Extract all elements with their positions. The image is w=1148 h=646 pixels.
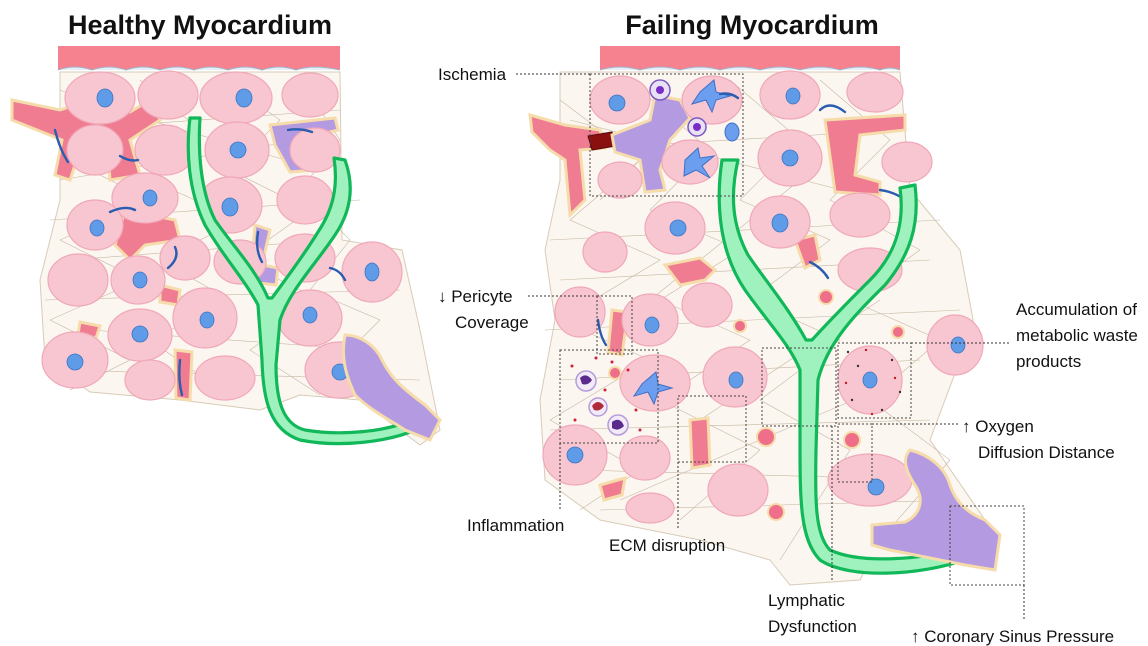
- capillary-cross-section: [844, 432, 860, 448]
- nucleus: [772, 214, 788, 232]
- cardiomyocyte: [830, 193, 890, 237]
- capillary-cross-section: [892, 326, 904, 338]
- cardiomyocyte: [67, 125, 123, 175]
- cardiomyocyte: [160, 236, 210, 280]
- nucleus: [365, 263, 379, 281]
- cardiomyocyte: [583, 232, 627, 272]
- cardiomyocyte: [598, 162, 642, 198]
- nucleus: [67, 354, 83, 370]
- lymphatic-label-line1: Lymphatic: [768, 591, 845, 610]
- cardiomyocyte: [682, 283, 732, 327]
- nucleus: [609, 95, 625, 111]
- nucleus: [200, 312, 214, 328]
- capillary-cross-section: [757, 428, 775, 446]
- accumulation-label-line2: metabolic waste: [1016, 326, 1138, 345]
- nucleus: [729, 372, 743, 388]
- nucleus: [670, 220, 686, 236]
- ischemia-label: Ischemia: [438, 65, 507, 84]
- nucleus: [132, 326, 148, 342]
- failing-epicardium: [600, 46, 900, 70]
- healthy-epicardium: [58, 46, 340, 70]
- healthy-capillary: [175, 350, 192, 400]
- oxygen-label-line2: Diffusion Distance: [978, 443, 1115, 462]
- nucleus: [786, 88, 800, 104]
- cytokine-dot: [639, 429, 642, 432]
- cardiomyocyte: [847, 72, 903, 112]
- cytokine-dot: [604, 389, 607, 392]
- capillary-cross-section: [734, 320, 746, 332]
- cardiomyocyte: [282, 73, 338, 117]
- nucleus: [222, 198, 238, 216]
- immune-cell-nucleus: [656, 86, 664, 94]
- lymphatic-label-line2: Dysfunction: [768, 617, 857, 636]
- oxygen-label-line1: ↑ Oxygen: [962, 417, 1034, 436]
- cardiomyocyte: [277, 176, 333, 224]
- accumulation-label-line3: products: [1016, 352, 1081, 371]
- cytokine-dot: [611, 361, 614, 364]
- failing-capillary: [690, 418, 710, 468]
- nucleus: [90, 220, 104, 236]
- cardiomyocyte: [195, 356, 255, 400]
- cytokine-dot: [627, 369, 630, 372]
- cardiomyocyte: [135, 125, 195, 175]
- coronary-label: ↑ Coronary Sinus Pressure: [911, 627, 1114, 646]
- cardiomyocyte: [882, 142, 932, 182]
- capillary-cross-section: [768, 504, 784, 520]
- nucleus: [236, 89, 252, 107]
- healthy-panel: [12, 46, 440, 445]
- failing-title: Failing Myocardium: [625, 10, 879, 40]
- cardiomyocyte: [828, 454, 912, 506]
- cardiomyocyte: [138, 71, 198, 119]
- nucleus: [97, 89, 113, 107]
- accumulation-label-line1: Accumulation of: [1016, 300, 1137, 319]
- capillary-cross-section: [609, 367, 621, 379]
- pericyte-label-line1: ↓ Pericyte: [438, 287, 513, 306]
- cardiomyocyte: [708, 464, 768, 516]
- failing-panel: [516, 46, 1024, 620]
- cardiomyocyte: [48, 254, 108, 306]
- pericyte-label-line2: Coverage: [455, 313, 529, 332]
- nucleus: [868, 479, 884, 495]
- immune-cell: [725, 123, 739, 141]
- nucleus: [782, 150, 798, 166]
- immune-cell-nucleus: [693, 123, 701, 131]
- nucleus: [567, 447, 583, 463]
- cardiomyocyte: [626, 493, 674, 523]
- nucleus: [303, 307, 317, 323]
- cardiomyocyte: [290, 128, 340, 172]
- nucleus: [230, 142, 246, 158]
- cytokine-dot: [595, 357, 598, 360]
- healthy-title: Healthy Myocardium: [68, 10, 332, 40]
- capillary-cross-section: [819, 290, 833, 304]
- ecm-label: ECM disruption: [609, 536, 725, 555]
- cytokine-dot: [571, 365, 574, 368]
- nucleus: [133, 272, 147, 288]
- inflammation-label: Inflammation: [467, 516, 564, 535]
- nucleus: [863, 372, 877, 388]
- nucleus: [951, 337, 965, 353]
- cytokine-dot: [574, 419, 577, 422]
- nucleus: [143, 190, 157, 206]
- cardiomyocyte: [125, 360, 175, 400]
- cytokine-dot: [635, 409, 638, 412]
- nucleus: [645, 317, 659, 333]
